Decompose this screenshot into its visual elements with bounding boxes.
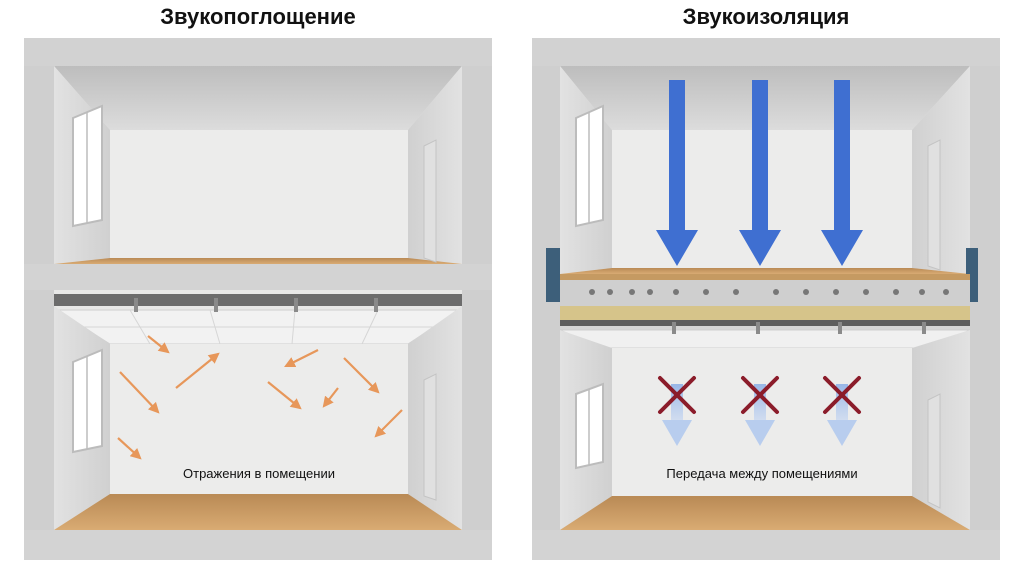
sound-arrows	[656, 80, 863, 266]
left-building	[24, 38, 492, 560]
left-suspension-rail	[54, 294, 462, 306]
insulated-slab	[546, 248, 978, 349]
reflection-arrow	[284, 349, 319, 367]
reflection-arrow	[117, 437, 142, 460]
cross-marks	[658, 376, 861, 414]
left-upper-room	[54, 66, 462, 264]
sound-arrow	[821, 80, 863, 266]
reflection-arrows	[117, 335, 403, 460]
reflection-arrow	[147, 335, 170, 354]
left-panel-caption: Отражения в помещении	[183, 466, 335, 481]
left-upper-door	[423, 139, 437, 263]
right-building	[532, 38, 1000, 560]
right-panel-caption: Передача между помещениями	[666, 466, 858, 481]
insulation-layer	[560, 306, 970, 320]
cross-icon	[741, 376, 779, 414]
hollow-core-slab	[560, 280, 970, 306]
reflection-arrow	[175, 352, 220, 389]
left-slab	[24, 264, 492, 290]
cross-icon	[823, 376, 861, 414]
reflection-arrow	[119, 371, 160, 414]
left-panel-title: Звукопоглощение	[160, 4, 356, 29]
right-panel-title: Звукоизоляция	[682, 4, 850, 29]
left-lower-door	[423, 373, 437, 501]
reflection-arrow	[322, 387, 339, 408]
sound-arrow	[656, 80, 698, 266]
cross-icon	[658, 376, 696, 414]
reflection-arrow	[343, 357, 380, 394]
right-lower-door	[927, 393, 941, 509]
reflection-arrow	[267, 381, 302, 410]
right-suspended-ceiling	[559, 329, 971, 349]
sound-arrow	[739, 80, 781, 266]
right-upper-door	[927, 139, 941, 271]
left-lower-room	[54, 290, 462, 530]
reflection-arrow	[374, 409, 403, 438]
